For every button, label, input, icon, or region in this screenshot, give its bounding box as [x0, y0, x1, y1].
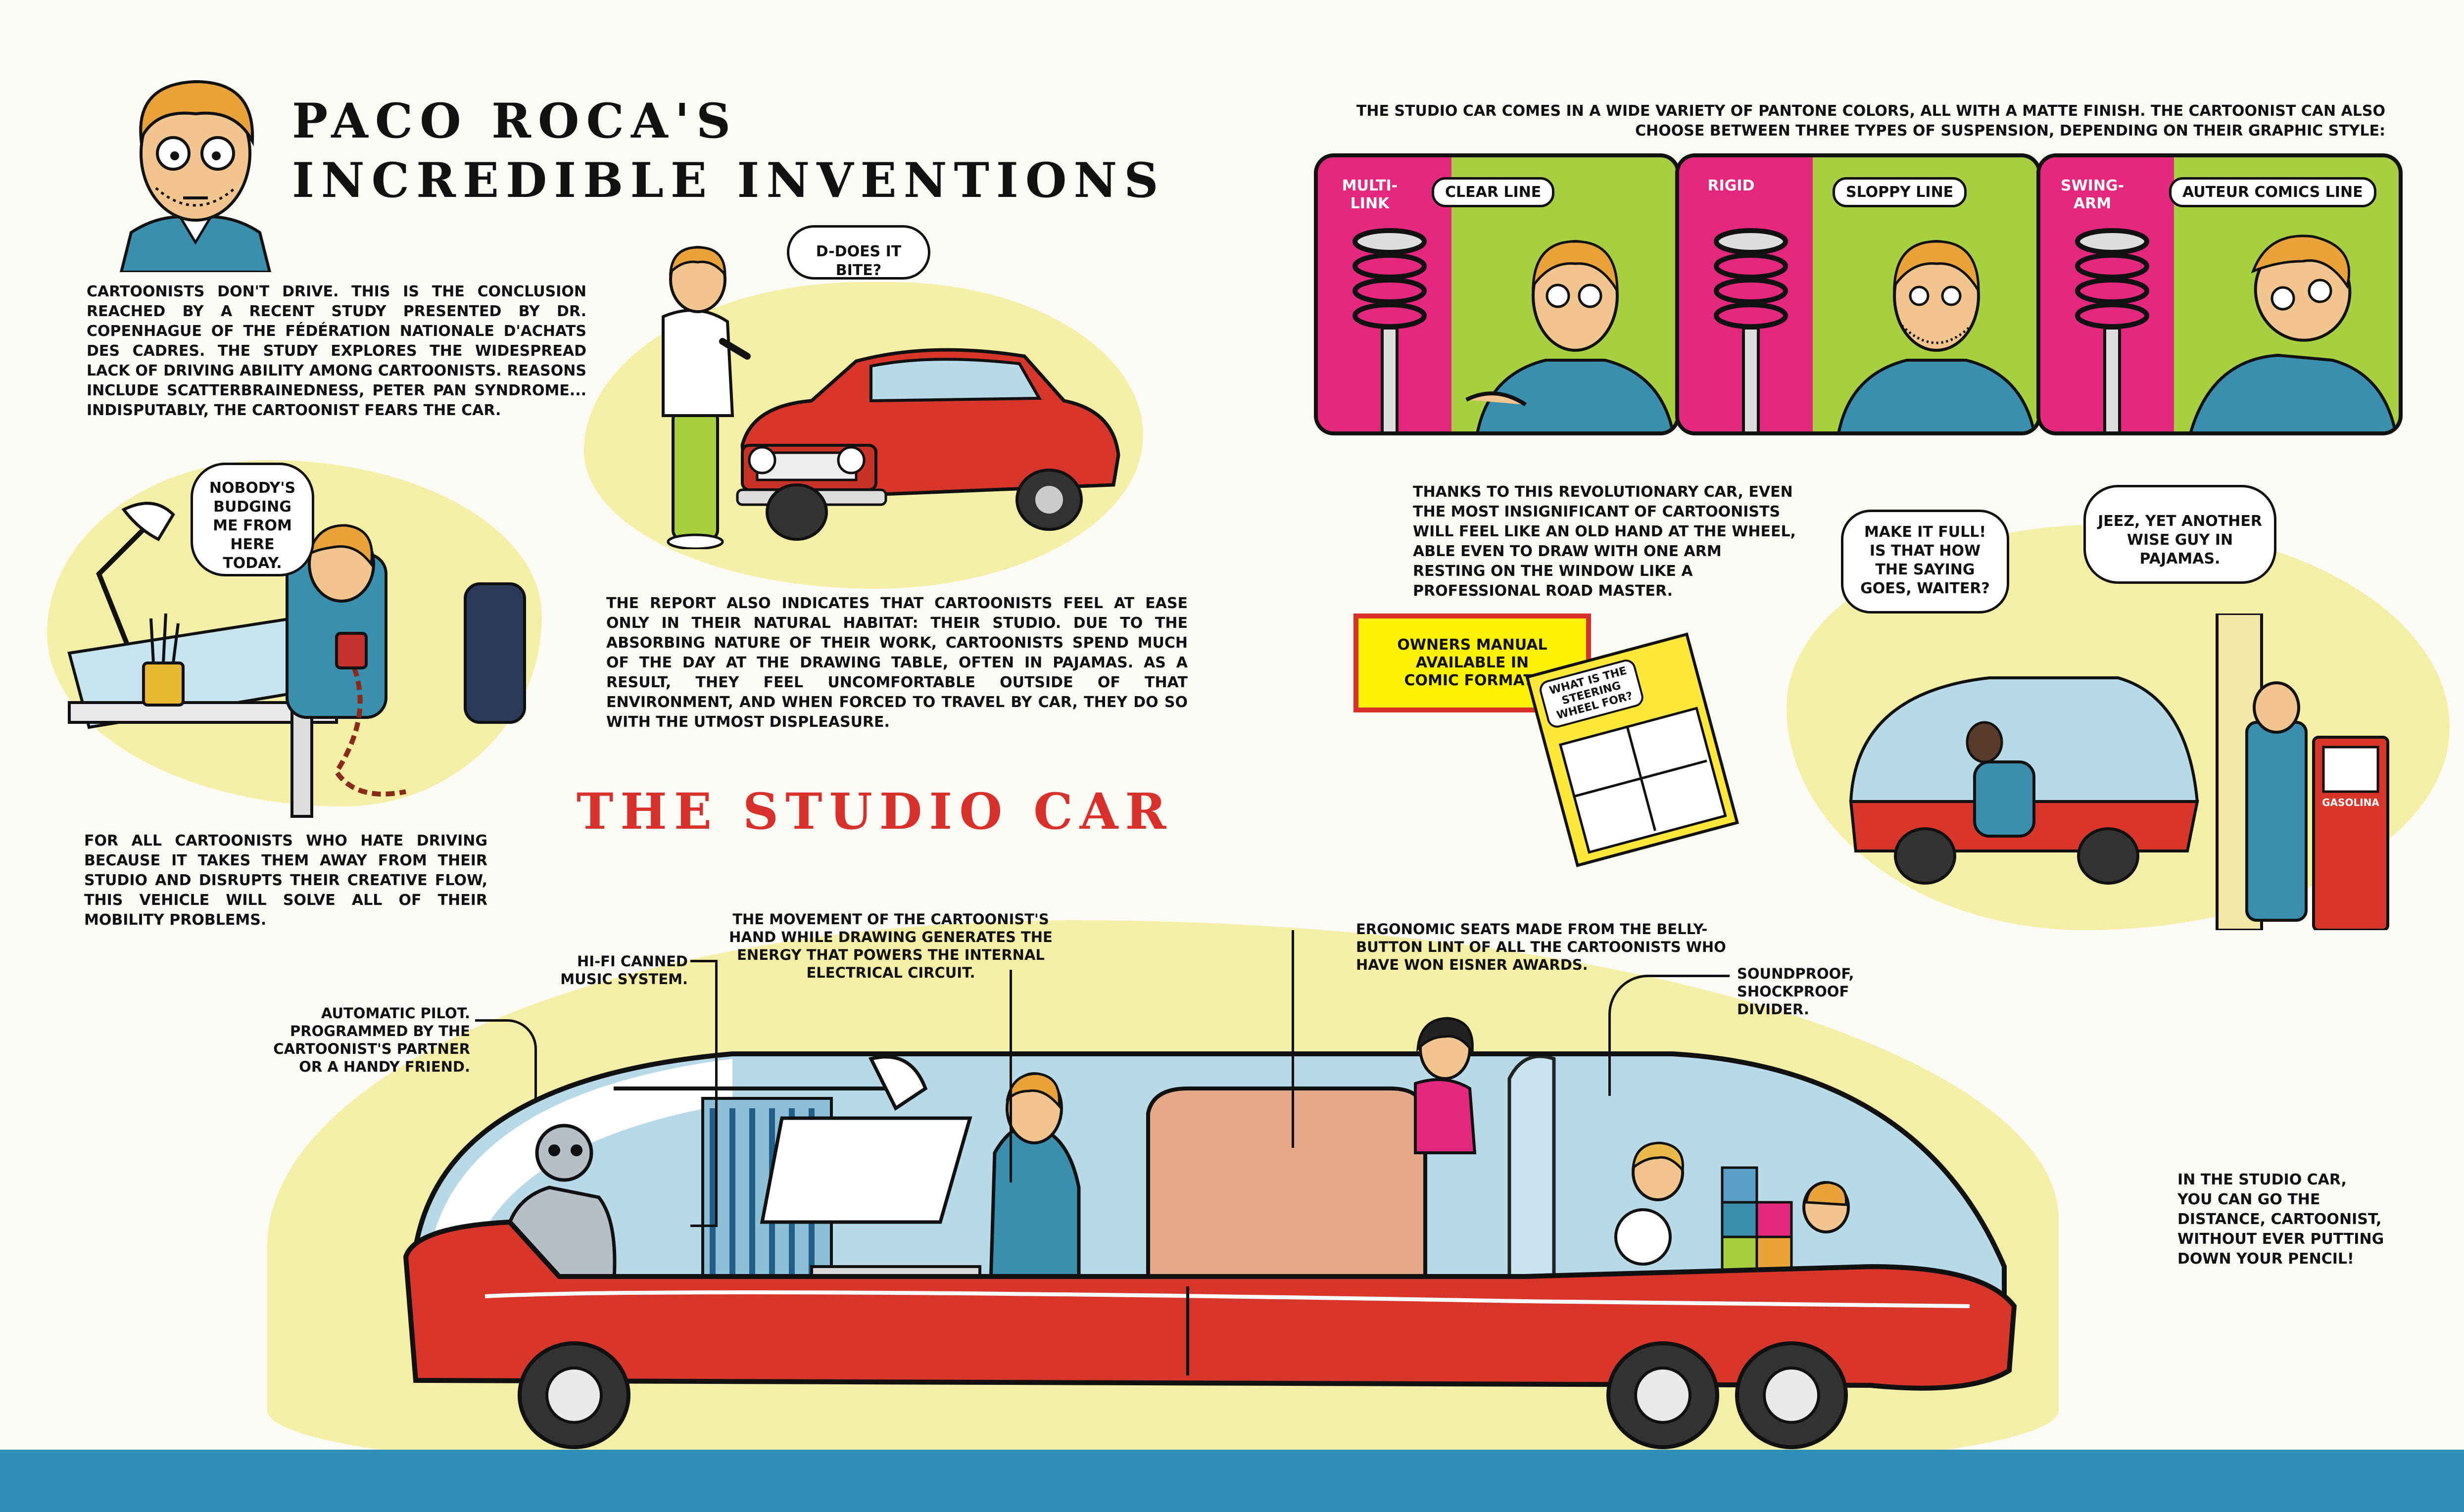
- red-retro-car: [723, 322, 1133, 544]
- gas-pump-sign: GASOLINA: [2322, 797, 2379, 808]
- intro-text: CARTOONISTS DON'T DRIVE. THIS IS THE CON…: [87, 283, 586, 419]
- panel-line-bubble: CLEAR LINE: [1432, 177, 1555, 207]
- owners-manual-text: OWNERS MANUAL AVAILABLE IN COMIC FORMAT!: [1397, 636, 1547, 689]
- suspension-panel-multi-link: MULTI-LINK CLEAR LINE: [1314, 153, 1680, 435]
- panel-line-bubble: SLOPPY LINE: [1833, 177, 1967, 207]
- page-title: PACO ROCA'S INCREDIBLE INVENTIONS: [292, 92, 1165, 210]
- nobody-budging-bubble: NOBODY'S BUDGING ME FROM HERE TODAY.: [191, 463, 314, 576]
- hate-driving-text: FOR ALL CARTOONISTS WHO HATE DRIVING BEC…: [84, 832, 487, 929]
- report-text: THE REPORT ALSO INDICATES THAT CARTOONIS…: [606, 595, 1188, 731]
- hifi-label: HI-FI CANNED MUSIC SYSTEM.: [560, 953, 688, 988]
- panel-tag: MULTI-LINK: [1342, 177, 1398, 212]
- autopilot-label: AUTOMATIC PILOT. PROGRAMMED BY THE CARTO…: [273, 1005, 470, 1075]
- suspension-intro: THE STUDIO CAR COMES IN A WIDE VARIETY O…: [1356, 102, 2385, 140]
- panel-line-bubble: AUTEUR COMICS LINE: [2169, 177, 2376, 207]
- divider-leader: [1608, 975, 1730, 1096]
- ground-strip: [0, 1450, 2464, 1512]
- panel-tag: RIGID: [1707, 177, 1755, 194]
- studio-car: [386, 990, 2034, 1484]
- drawing-desk-scene: [59, 495, 544, 821]
- closing-text: IN THE STUDIO CAR, YOU CAN GO THE DISTAN…: [2177, 1171, 2384, 1268]
- author-portrait: [111, 54, 280, 274]
- hifi-leader: [690, 960, 718, 1227]
- nervous-cartoonist: [643, 233, 752, 550]
- title-line-2: INCREDIBLE INVENTIONS: [292, 152, 1165, 208]
- jeez-bubble: JEEZ, YET ANOTHER WISE GUY IN PAJAMAS.: [2083, 485, 2276, 584]
- movement-label: THE MOVEMENT OF THE CARTOONIST'S HAND WH…: [729, 911, 1053, 981]
- studio-car-title: THE STUDIO CAR: [577, 782, 1173, 841]
- suspension-panel-rigid: RIGID SLOPPY LINE: [1675, 153, 2041, 435]
- make-it-full-bubble: MAKE IT FULL! IS THAT HOW THE SAYING GOE…: [1841, 510, 2009, 614]
- panel-tag: SWING-ARM: [2060, 177, 2125, 212]
- seats-label: ERGONOMIC SEATS MADE FROM THE BELLY-BUTT…: [1356, 921, 1726, 973]
- does-it-bite-bubble: D-DOES IT BITE?: [787, 225, 930, 280]
- divider-label: SOUNDPROOF, SHOCKPROOF DIVIDER.: [1737, 965, 1854, 1018]
- revolutionary-text: THANKS TO THIS REVOLUTIONARY CAR, EVEN T…: [1413, 483, 1796, 600]
- movement-leader: [1010, 970, 1015, 1182]
- seats-leader: [1292, 930, 1297, 1148]
- suspension-panel-swing-arm: SWING-ARM AUTEUR COMICS LINE: [2036, 153, 2403, 435]
- gas-station-scene: GASOLINA: [1841, 612, 2410, 932]
- autopilot-leader: [475, 1019, 537, 1101]
- title-line-1: PACO ROCA'S: [292, 93, 738, 149]
